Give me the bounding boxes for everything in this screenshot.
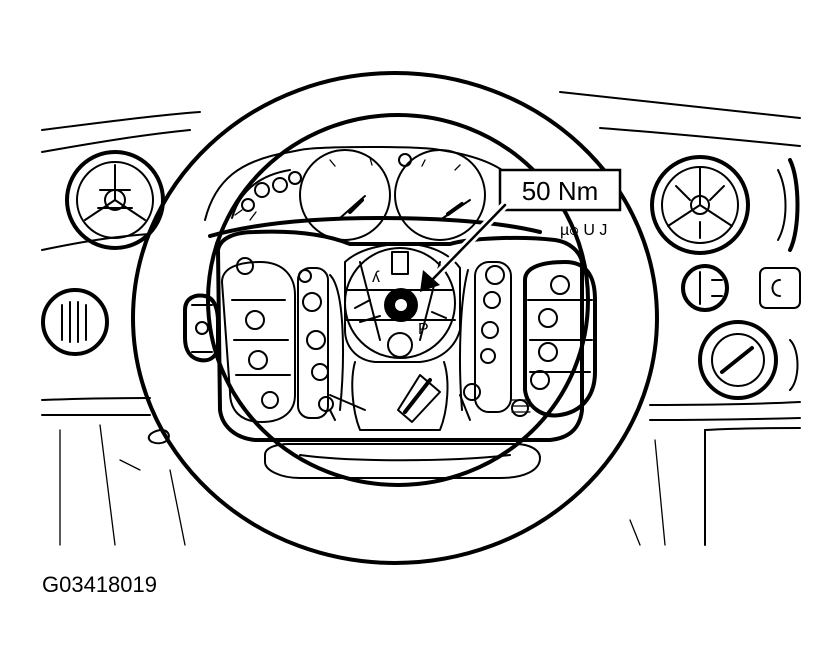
air-vent-right (650, 155, 800, 255)
air-vent-left (65, 150, 165, 250)
instrument-cluster (204, 146, 542, 241)
dashboard-outline (41, 91, 801, 546)
torque-callout-arrow-icon (420, 201, 509, 292)
panel-marking: µ๏ U J (560, 222, 607, 239)
hub-marking-left: ʎ (372, 269, 380, 286)
hub-marking-right: P (418, 321, 429, 338)
figure-code: G03418019 (42, 572, 157, 597)
control-knob-left (41, 288, 109, 356)
torque-value: 50 Nm (522, 176, 599, 206)
bolt-icon (384, 288, 418, 322)
dashboard-switches-right (681, 264, 801, 400)
steering-wheel-hub: ʎ P µ๏ U J (183, 222, 607, 479)
torque-callout-box (498, 168, 622, 212)
torque-callout: 50 Nm (420, 168, 622, 292)
